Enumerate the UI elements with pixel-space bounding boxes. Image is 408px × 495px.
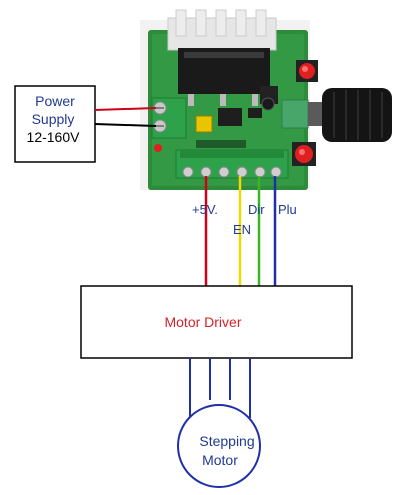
power-terminal-block [151, 97, 187, 139]
power-supply-label-line2: Supply [32, 111, 75, 127]
power-transistor [178, 48, 270, 106]
controller-board [140, 9, 392, 190]
red-button-bottom [292, 142, 316, 166]
power-supply-box [14, 85, 96, 163]
heatsink [167, 9, 277, 51]
motor-driver-label: Motor Driver [164, 314, 241, 330]
power-supply: Power Supply 12-160V [14, 85, 96, 163]
small-components [195, 86, 278, 148]
potentiometer-housing [281, 99, 309, 129]
red-button-top [296, 60, 318, 82]
signal-terminal-block [175, 149, 289, 179]
power-supply-voltage: 12-160V [27, 129, 81, 145]
speed-knob [308, 88, 392, 142]
pin-label-plu: Plu [278, 202, 297, 217]
pin-label-en: EN [233, 222, 251, 237]
red-led [154, 144, 162, 152]
power-wire-negative [94, 123, 157, 127]
power-wire-positive [94, 107, 157, 111]
motor-driver: Motor Driver [80, 285, 353, 359]
stepping-motor: Stepping Motor [177, 404, 261, 488]
stepping-motor-label-line2: Motor [202, 452, 238, 468]
power-supply-label-line1: Power [35, 93, 75, 109]
stepping-motor-circle [177, 404, 261, 488]
stepping-motor-label-line1: Stepping [199, 433, 254, 449]
pin-label-5v: +5V. [192, 202, 218, 217]
motor-driver-box [80, 285, 353, 359]
pin-label-dir: Dir [248, 202, 265, 217]
